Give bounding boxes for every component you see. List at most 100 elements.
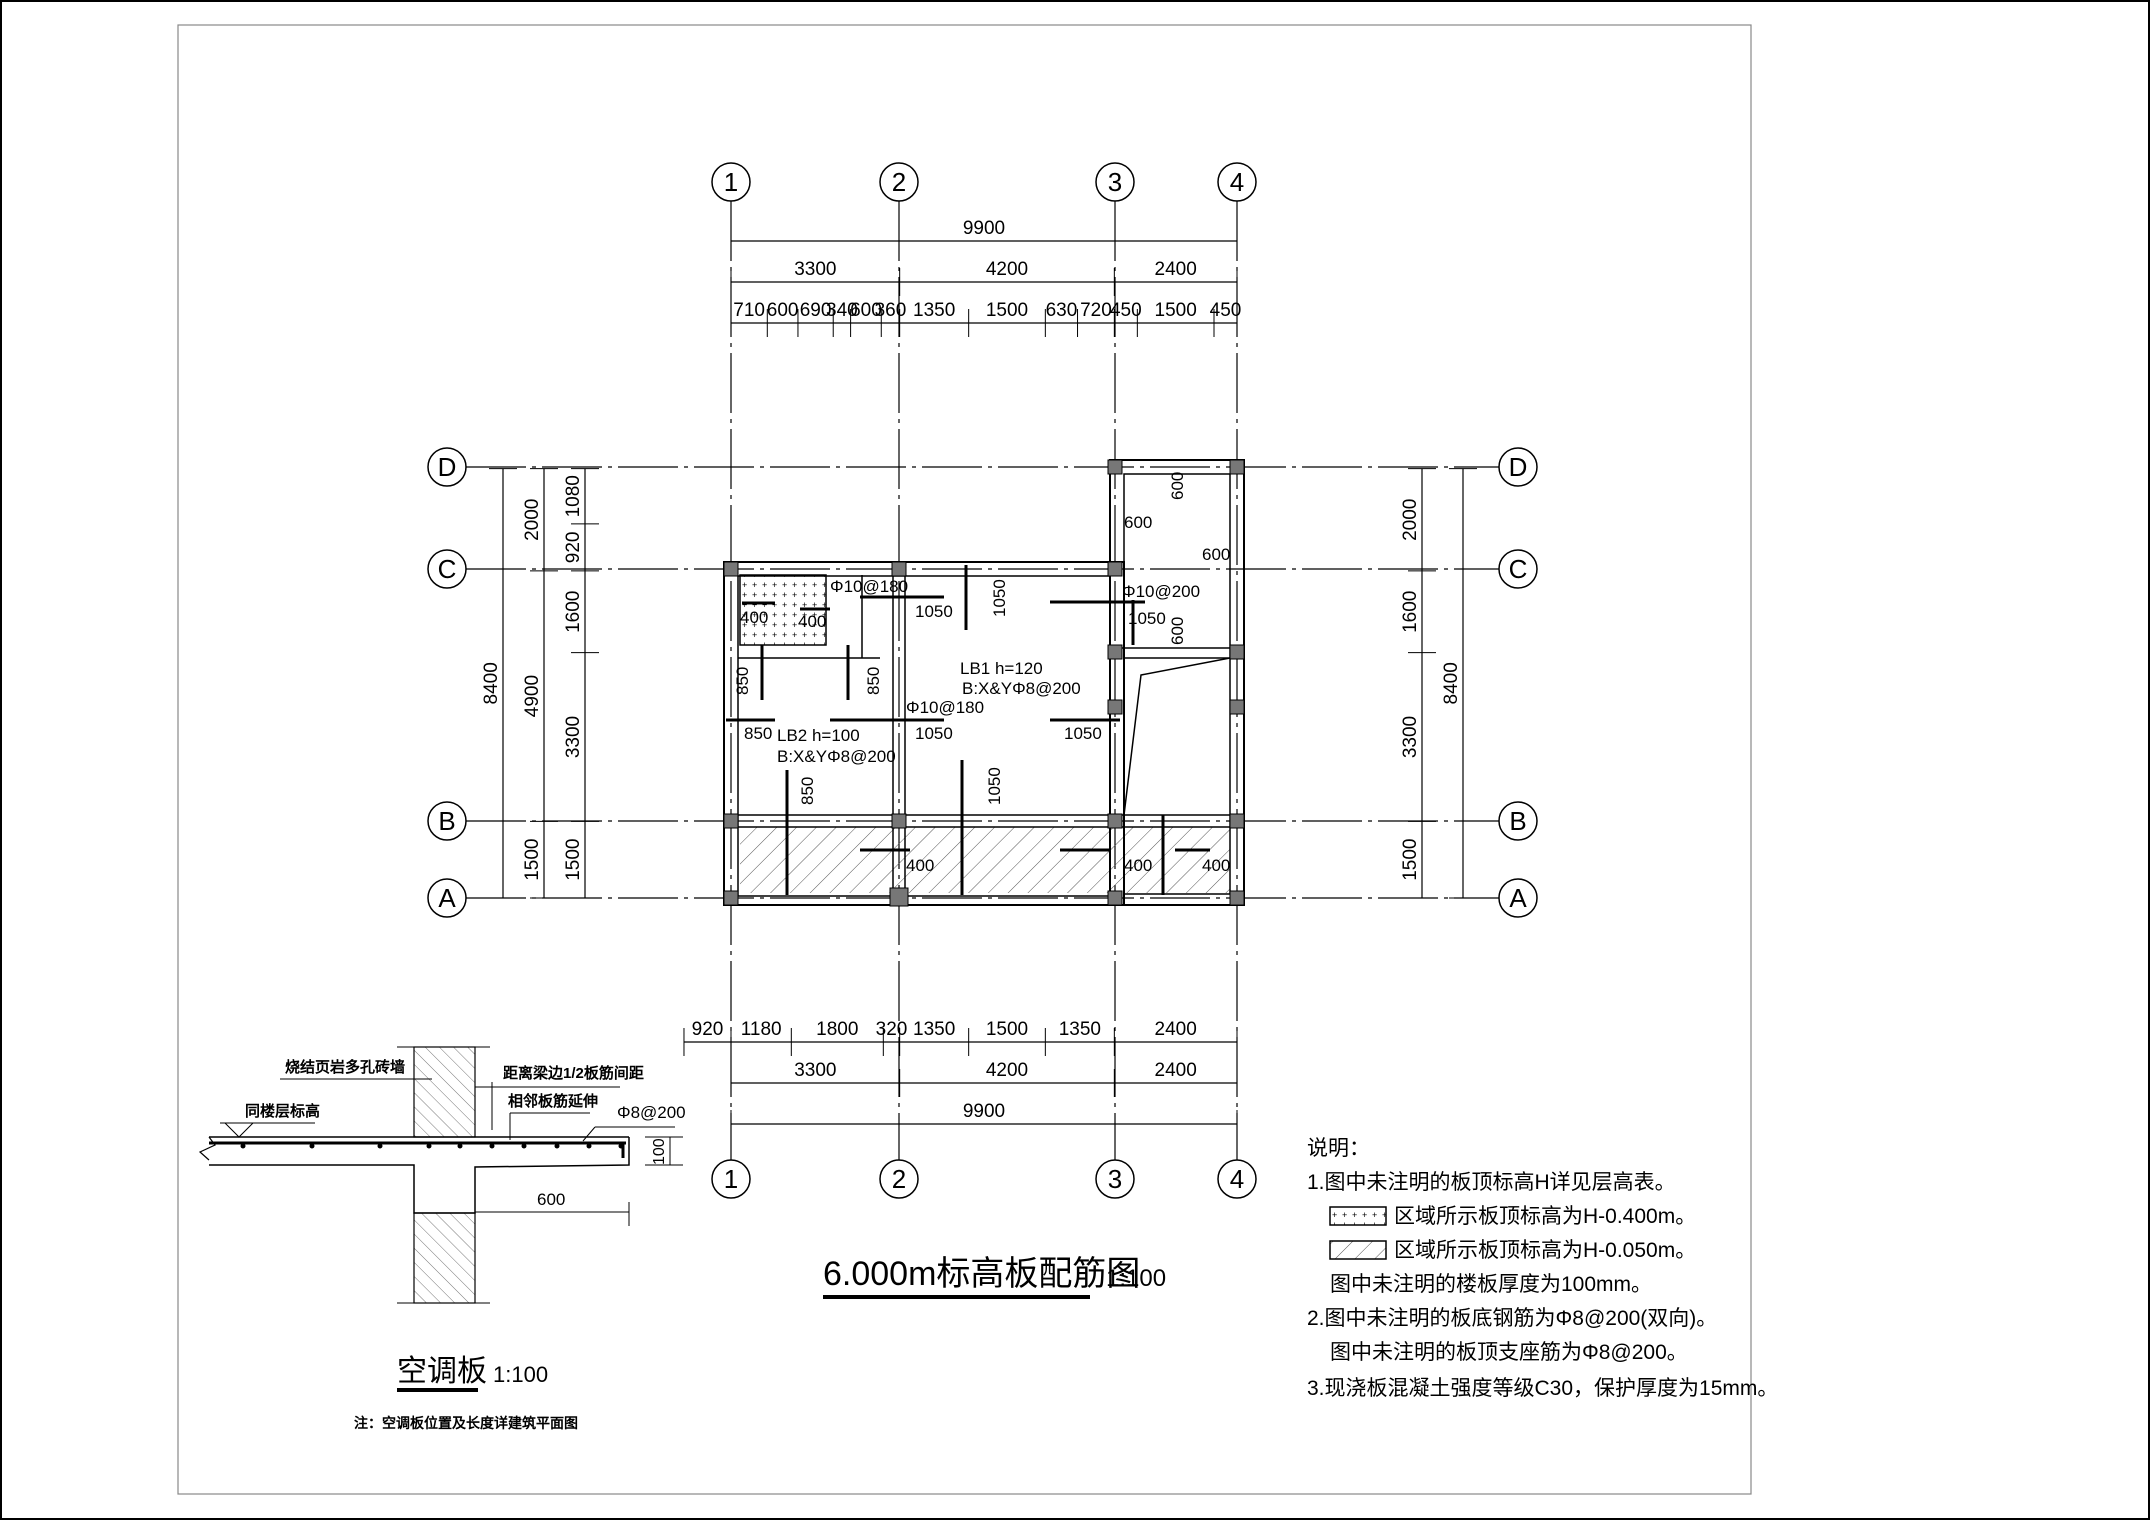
axis-label: 2	[892, 1164, 906, 1194]
dimension-text: 3300	[563, 716, 584, 758]
axis-bubble	[427, 549, 467, 589]
slab-rebar-label: B:X&YΦ8@200	[777, 747, 896, 766]
dimension-text: 1500	[986, 300, 1028, 321]
note-line: 1.图中未注明的板顶标高H详见层高表。	[1307, 1171, 1676, 1194]
axis-label: A	[1509, 883, 1527, 913]
dimension-text: 630	[1046, 300, 1078, 321]
dimension-text: 450	[1210, 300, 1242, 321]
axis-label: 2	[892, 167, 906, 197]
dimension-text: 1800	[816, 1019, 858, 1040]
level-label: 同楼层标高	[245, 1102, 320, 1120]
axis-bubble	[1498, 549, 1538, 589]
dim-label: 1050	[915, 724, 953, 743]
note-line: 图中未注明的楼板厚度为100mm。	[1330, 1273, 1652, 1296]
wall-label: 烧结页岩多孔砖墙	[285, 1058, 405, 1076]
plan-title: 6.000m标高板配筋图	[823, 1255, 1140, 1293]
dimension-text: 4200	[986, 259, 1028, 280]
plan-scale: 1:100	[1106, 1265, 1166, 1292]
dimension-text: 2000	[1400, 499, 1421, 541]
axis-label: D	[438, 452, 457, 482]
axis-label: 1	[724, 1164, 738, 1194]
notes: 说明： 1.图中未注明的板顶标高H详见层高表。 区域所示板顶标高为H-0.400…	[1307, 1137, 1778, 1400]
dimension-text: 320	[876, 1019, 908, 1040]
axis-label: 3	[1108, 167, 1122, 197]
axis-label: 4	[1230, 167, 1244, 197]
floor-plan	[723, 459, 1245, 907]
dim-label: 1050	[1128, 609, 1166, 628]
hatch-legend-swatch	[1329, 1240, 1387, 1260]
dim-label: 400	[798, 612, 826, 631]
axis-label: B	[438, 806, 455, 836]
axis-bubble	[879, 162, 919, 202]
dimension-text: 1180	[741, 1019, 782, 1040]
axis-bubble	[1498, 878, 1538, 918]
axis-bubble	[1498, 801, 1538, 841]
dim-label: 400	[1124, 856, 1152, 875]
dim-label: 850	[864, 667, 883, 695]
rebar-label: Φ10@200	[1122, 582, 1200, 601]
dimension-text: 1350	[913, 1019, 955, 1040]
dimension-text: 3300	[794, 259, 836, 280]
dimension-text: 3300	[794, 1060, 836, 1081]
rebar-label: Φ10@180	[830, 577, 908, 596]
rebar-label: Φ10@180	[906, 698, 984, 717]
dim-label: 850	[744, 724, 772, 743]
axis-label: A	[438, 883, 456, 913]
dimension-text: 690	[800, 300, 832, 321]
dim-label: 400	[906, 856, 934, 875]
dim-label: 600	[1124, 513, 1152, 532]
detail-note: 注：空调板位置及长度详建筑平面图	[354, 1415, 578, 1431]
dimension-text: 1600	[563, 591, 584, 633]
note-line: 3.现浇板混凝土强度等级C30，保护厚度为15mm。	[1307, 1377, 1778, 1400]
dimension-text: 920	[563, 532, 584, 564]
dimension-text: 1600	[1400, 591, 1421, 633]
ac-slab-labels: 烧结页岩多孔砖墙 距离梁边1/2板筋间距 相邻板筋延伸 同楼层标高 Φ8@200…	[245, 1058, 686, 1431]
dimension-text: 1350	[913, 300, 955, 321]
dimension-text: 1080	[563, 475, 584, 517]
dimension-text: 710	[733, 300, 765, 321]
dimension-text: 1500	[986, 1019, 1028, 1040]
note-line: 图中未注明的板顶支座筋为Φ8@200。	[1330, 1341, 1688, 1364]
dimension-text: 920	[692, 1019, 724, 1040]
dotted-legend-swatch	[1329, 1206, 1387, 1226]
rebar-label: Φ8@200	[617, 1103, 686, 1122]
axis-bubble	[427, 801, 467, 841]
dimension-text: 600	[850, 300, 882, 321]
dimension-text: 2000	[522, 499, 543, 541]
dimension-text: 1500	[1155, 300, 1197, 321]
slab-rebar-label: B:X&YΦ8@200	[962, 679, 1081, 698]
axis-label: C	[1509, 554, 1528, 584]
dimension-text: 2400	[1155, 1060, 1197, 1081]
dimension-text: 340	[826, 300, 858, 321]
dim-label: 1050	[1064, 724, 1102, 743]
dimension-text: 3300	[1400, 716, 1421, 758]
note-line: 2.图中未注明的板底钢筋为Φ8@200(双向)。	[1307, 1307, 1717, 1330]
dimension-text: 2400	[1155, 1019, 1197, 1040]
dim-label: 850	[733, 667, 752, 695]
axis-bubble	[1217, 162, 1257, 202]
dimension-text: 360	[875, 300, 907, 321]
axis-bubble	[711, 162, 751, 202]
axis-bubble	[1498, 447, 1538, 487]
dim-label: 1050	[990, 579, 1009, 617]
dimension-text: 600	[767, 300, 799, 321]
dimension-text: 1500	[563, 839, 584, 881]
detail-scale: 1:100	[493, 1362, 548, 1387]
dimension-text: 720	[1080, 300, 1112, 321]
detail-title: 空调板	[397, 1355, 487, 1388]
axis-label: B	[1509, 806, 1526, 836]
axis-label: D	[1509, 452, 1528, 482]
dimension-text: 1500	[522, 839, 543, 881]
dimension-text: 4900	[522, 675, 543, 717]
axis-bubble	[879, 1159, 919, 1199]
slab-label: LB2 h=100	[777, 726, 860, 745]
axis-bubble	[1095, 1159, 1135, 1199]
dimension-text: 8400	[481, 662, 502, 704]
dim-label: 1050	[915, 602, 953, 621]
dimension-text: 450	[1110, 300, 1142, 321]
dimension-text: 9900	[963, 1101, 1005, 1122]
dim-label: 600	[1168, 617, 1187, 645]
length-label: 600	[537, 1190, 565, 1209]
note-line: 区域所示板顶标高为H-0.050m。	[1394, 1239, 1696, 1262]
